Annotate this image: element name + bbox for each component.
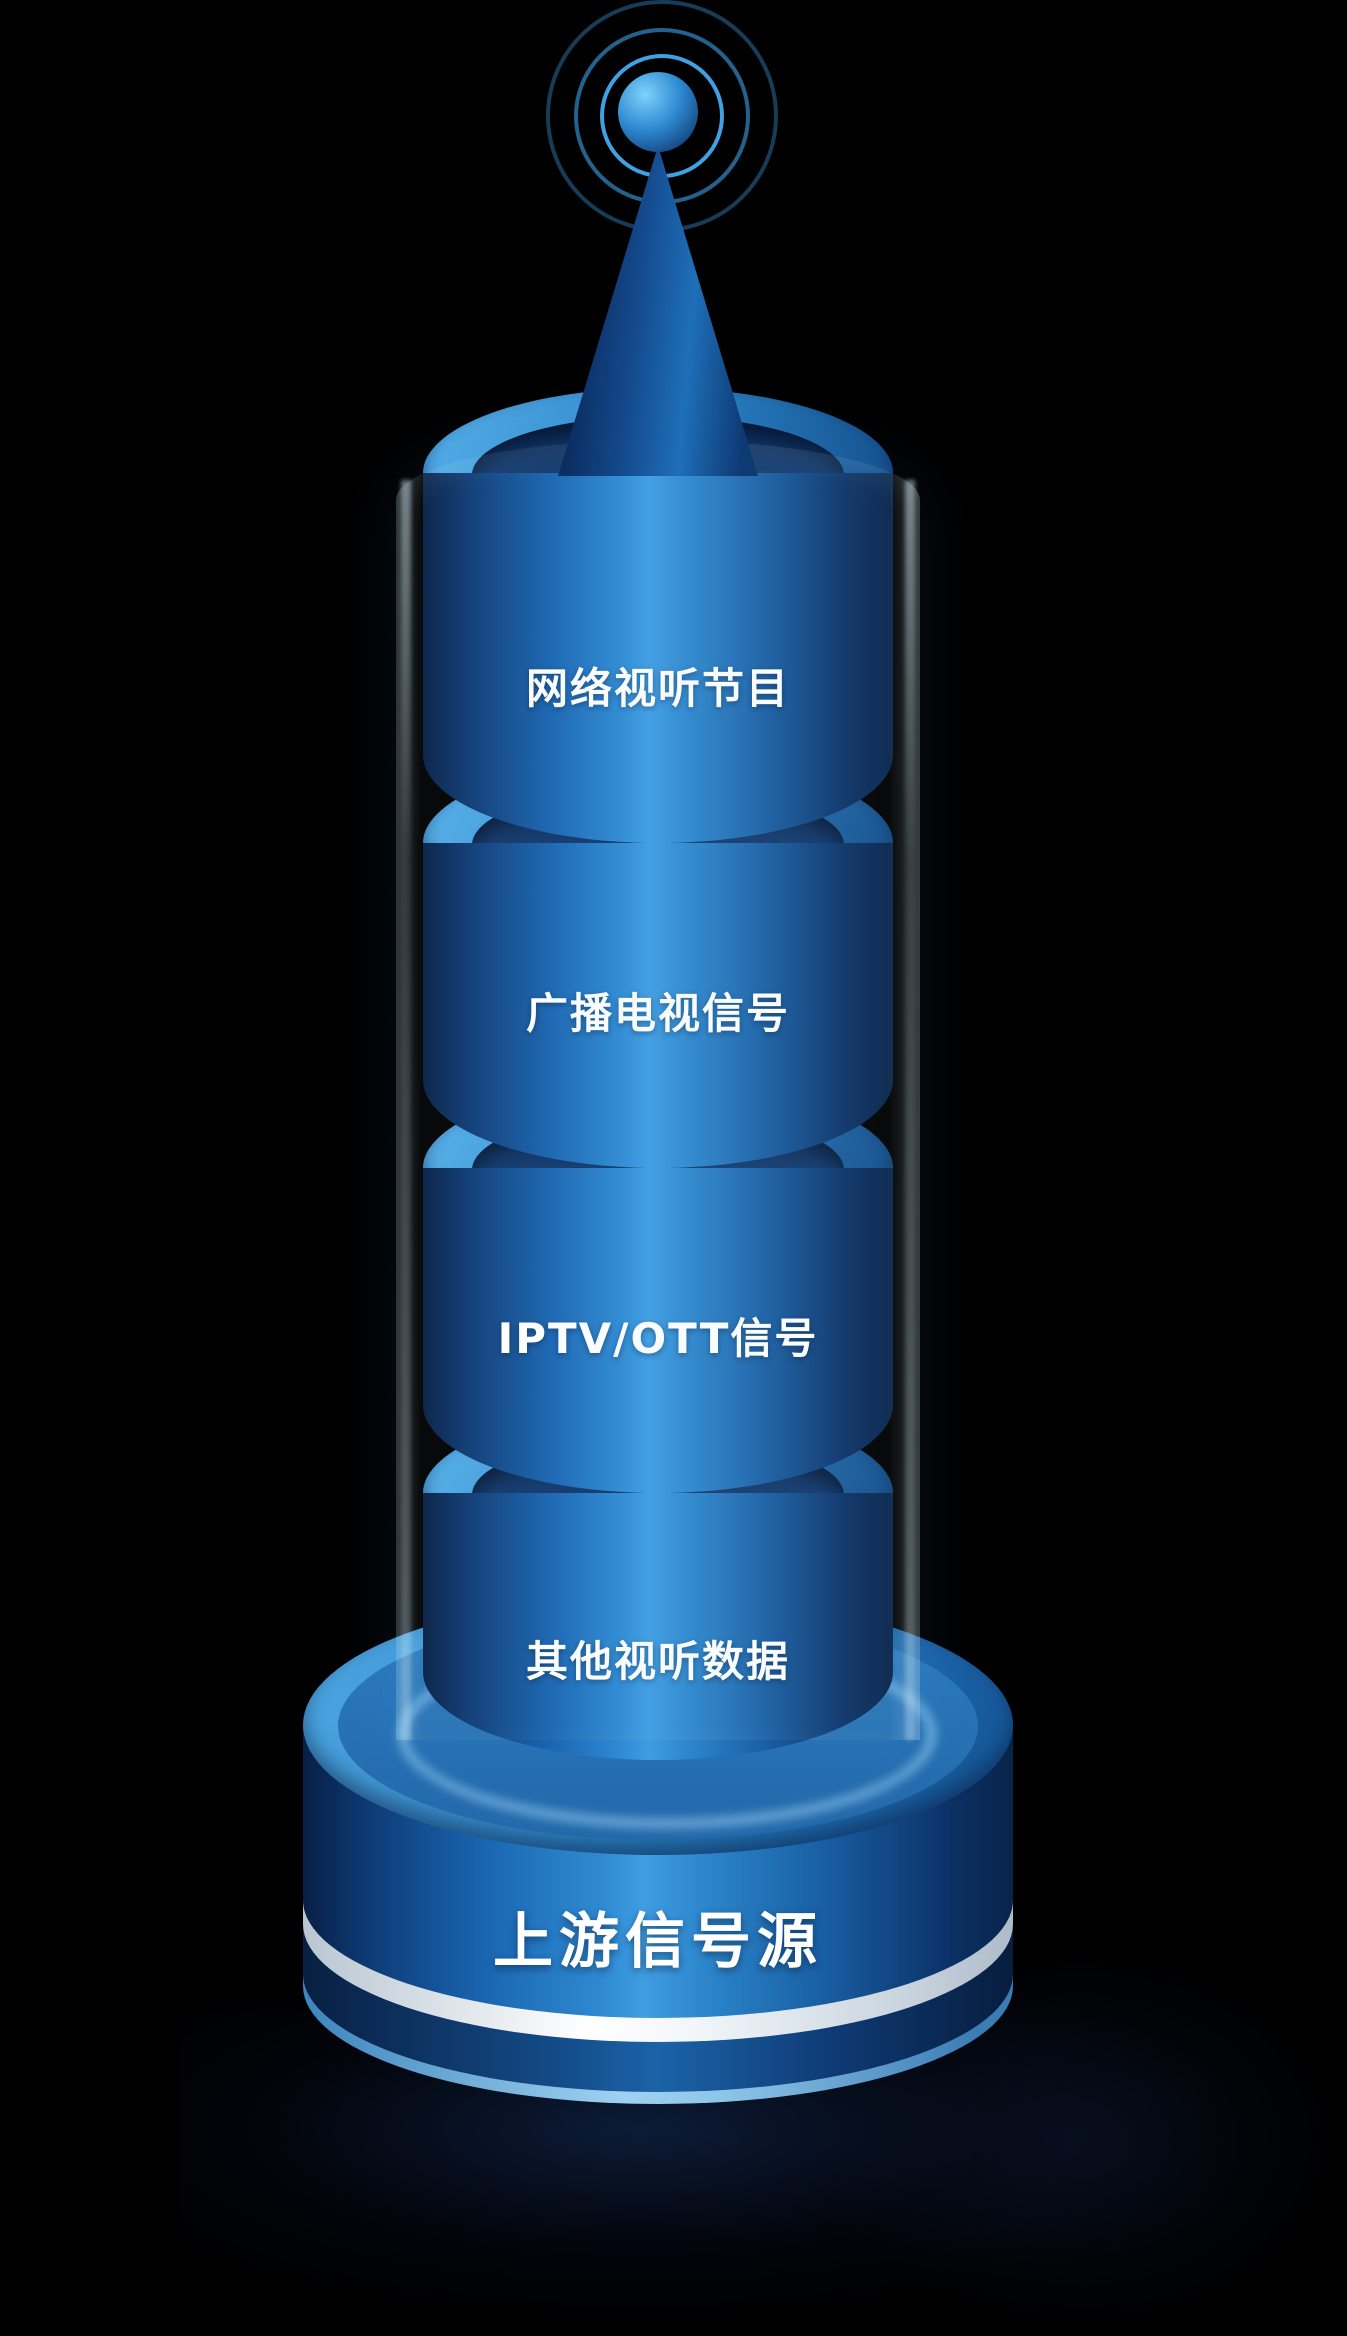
base-title: 上游信号源	[493, 1907, 823, 1977]
cylinder-body	[423, 1493, 893, 1760]
tube-edge-highlight	[905, 480, 915, 1740]
layer-cylinder-other-data: 其他视听数据	[423, 1408, 893, 2008]
glass-tube	[396, 440, 920, 1740]
layer-label: 其他视听数据	[423, 1628, 893, 1689]
antenna-ball-icon	[618, 72, 698, 152]
cylinder-body	[423, 473, 893, 843]
cylinder-body	[423, 1168, 893, 1493]
layer-label: IPTV/OTT信号	[423, 1305, 893, 1366]
tube-edge-highlight	[401, 480, 411, 1740]
cylinder-body	[423, 843, 893, 1168]
layer-label: 网络视听节目	[423, 655, 893, 716]
layer-label: 广播电视信号	[423, 980, 893, 1041]
